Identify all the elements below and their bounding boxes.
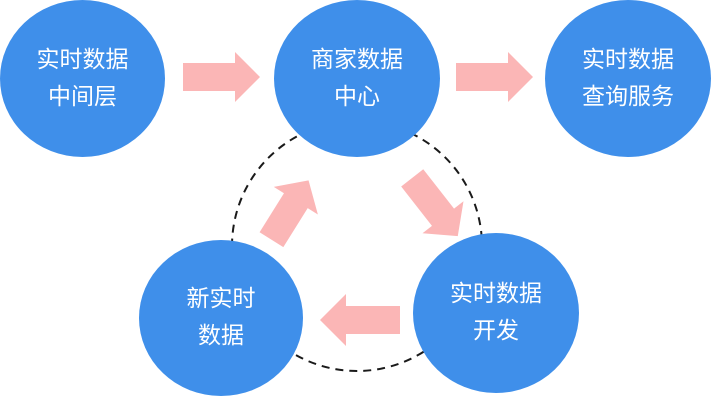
arrow-data-center-to-data-dev xyxy=(401,169,464,237)
node-realtime-data-dev: 实时数据 开发 xyxy=(413,233,579,393)
node-label-line1: 实时数据 xyxy=(36,46,129,73)
node-label-line1: 商家数据 xyxy=(311,46,403,73)
arrow-data-center-to-query-service xyxy=(456,52,533,102)
node-merchant-data-center: 商家数据 中心 xyxy=(274,0,440,157)
arrow-middle-layer-to-data-center xyxy=(183,52,260,102)
node-realtime-middle-layer: 实时数据 中间层 xyxy=(0,0,165,157)
arrow-new-data-to-data-center xyxy=(259,180,318,248)
node-label-line2: 开发 xyxy=(473,318,519,344)
node-label-line2: 查询服务 xyxy=(582,83,674,110)
node-label-line1: 实时数据 xyxy=(450,281,542,307)
arrow-data-dev-to-new-data xyxy=(320,294,400,346)
node-label-line2: 数据 xyxy=(198,323,244,349)
node-label-line2: 中心 xyxy=(334,83,380,110)
node-label-line2: 中间层 xyxy=(48,83,117,110)
node-new-realtime-data: 新实时 数据 xyxy=(139,240,303,396)
node-realtime-query-service: 实时数据 查询服务 xyxy=(545,0,711,157)
node-label-line1: 新实时 xyxy=(186,286,256,312)
node-label-line1: 实时数据 xyxy=(582,46,674,73)
